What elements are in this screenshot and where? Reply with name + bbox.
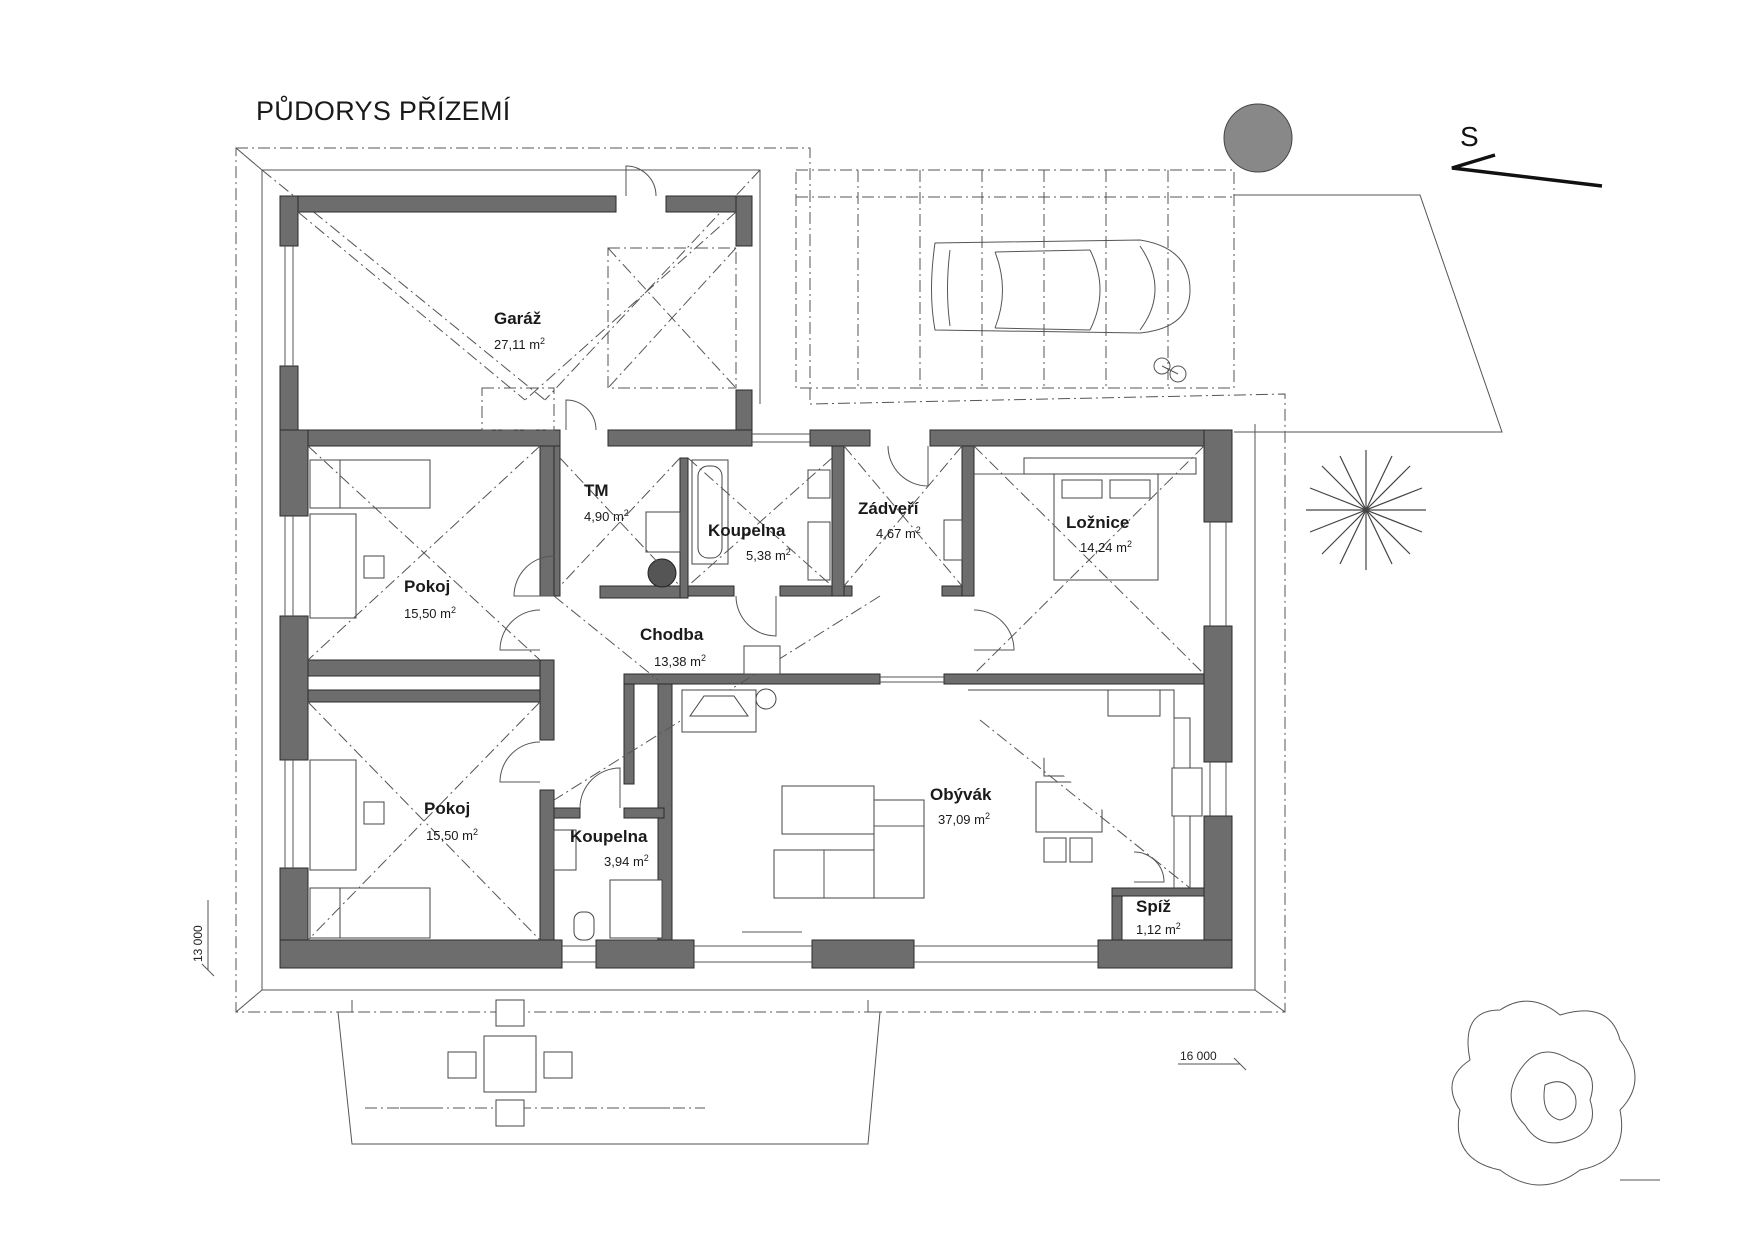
- svg-text:Ložnice: Ložnice: [1066, 513, 1129, 532]
- boiler-icon: [647, 558, 677, 588]
- room-label-koupelna2: Koupelna 3,94 m2: [570, 827, 649, 869]
- bush-icon: [1451, 1000, 1660, 1186]
- room-label-chodba: Chodba 13,38 m2: [640, 625, 706, 669]
- room-label-obyvak: Obývák 37,09 m2: [930, 785, 992, 827]
- room-label-spiz: Spíž 1,12 m2: [1136, 897, 1181, 937]
- svg-text:5,38 m2: 5,38 m2: [746, 547, 791, 563]
- svg-text:Koupelna: Koupelna: [570, 827, 648, 846]
- room-label-garaz: Garáž 27,11 m2: [494, 309, 545, 352]
- pokoj1-furniture: [307, 445, 541, 661]
- svg-text:Spíž: Spíž: [1136, 897, 1171, 916]
- svg-text:Obývák: Obývák: [930, 785, 992, 804]
- svg-text:Garáž: Garáž: [494, 309, 541, 328]
- dimension-height-label: 13 000: [191, 925, 205, 962]
- car-icon: [931, 239, 1191, 334]
- svg-text:4,90 m2: 4,90 m2: [584, 508, 629, 524]
- svg-text:13,38 m2: 13,38 m2: [654, 653, 706, 669]
- zadveri-furniture: [843, 445, 963, 587]
- room-label-loznice: Ložnice 14,24 m2: [1066, 513, 1132, 555]
- pokoj2-furniture: [307, 701, 541, 941]
- north-arrow-icon: S: [1451, 121, 1603, 188]
- dimension-width-label: 16 000: [1180, 1049, 1217, 1063]
- carport: [795, 169, 1503, 433]
- bicycle-icon: [1153, 357, 1187, 383]
- plan-title: PŮDORYS PŘÍZEMÍ: [256, 96, 511, 126]
- tm-furniture: [559, 457, 681, 588]
- garage-lines: [297, 165, 737, 431]
- doors: [499, 445, 1165, 883]
- room-label-pokoj2: Pokoj 15,50 m2: [424, 799, 478, 843]
- north-label: S: [1460, 121, 1479, 152]
- walls: [279, 195, 1233, 969]
- koupelna2-furniture: [553, 829, 663, 941]
- terrace: [337, 999, 881, 1145]
- tree-icon: [1223, 103, 1426, 570]
- svg-text:TM: TM: [584, 481, 609, 500]
- svg-text:27,11 m2: 27,11 m2: [494, 336, 545, 352]
- obyvak-furniture: [681, 688, 1203, 933]
- svg-text:Pokoj: Pokoj: [424, 799, 470, 818]
- room-label-pokoj1: Pokoj 15,50 m2: [404, 577, 456, 621]
- windows: [284, 246, 1227, 963]
- dimension-height: 13 000: [191, 900, 215, 977]
- svg-text:15,50 m2: 15,50 m2: [404, 605, 456, 621]
- svg-text:Chodba: Chodba: [640, 625, 704, 644]
- svg-text:37,09 m2: 37,09 m2: [938, 811, 990, 827]
- loznice-furniture: [973, 445, 1205, 675]
- svg-text:15,50 m2: 15,50 m2: [426, 827, 478, 843]
- room-label-zadveri: Zádveří 4,67 m2: [858, 499, 921, 541]
- room-label-tm: TM 4,90 m2: [584, 481, 629, 524]
- svg-text:Koupelna: Koupelna: [708, 521, 786, 540]
- svg-text:3,94 m2: 3,94 m2: [604, 853, 649, 869]
- room-labels: Garáž 27,11 m2 TM 4,90 m2 Koupelna 5,38 …: [404, 309, 1181, 937]
- svg-text:Zádveří: Zádveří: [858, 499, 920, 518]
- svg-text:4,67 m2: 4,67 m2: [876, 525, 921, 541]
- room-label-koupelna1: Koupelna 5,38 m2: [708, 521, 791, 563]
- svg-text:14,24 m2: 14,24 m2: [1080, 539, 1132, 555]
- svg-text:Pokoj: Pokoj: [404, 577, 450, 596]
- koupelna1-furniture: [687, 457, 833, 587]
- svg-text:1,12 m2: 1,12 m2: [1136, 921, 1181, 937]
- dimension-width: 16 000: [1178, 1049, 1247, 1071]
